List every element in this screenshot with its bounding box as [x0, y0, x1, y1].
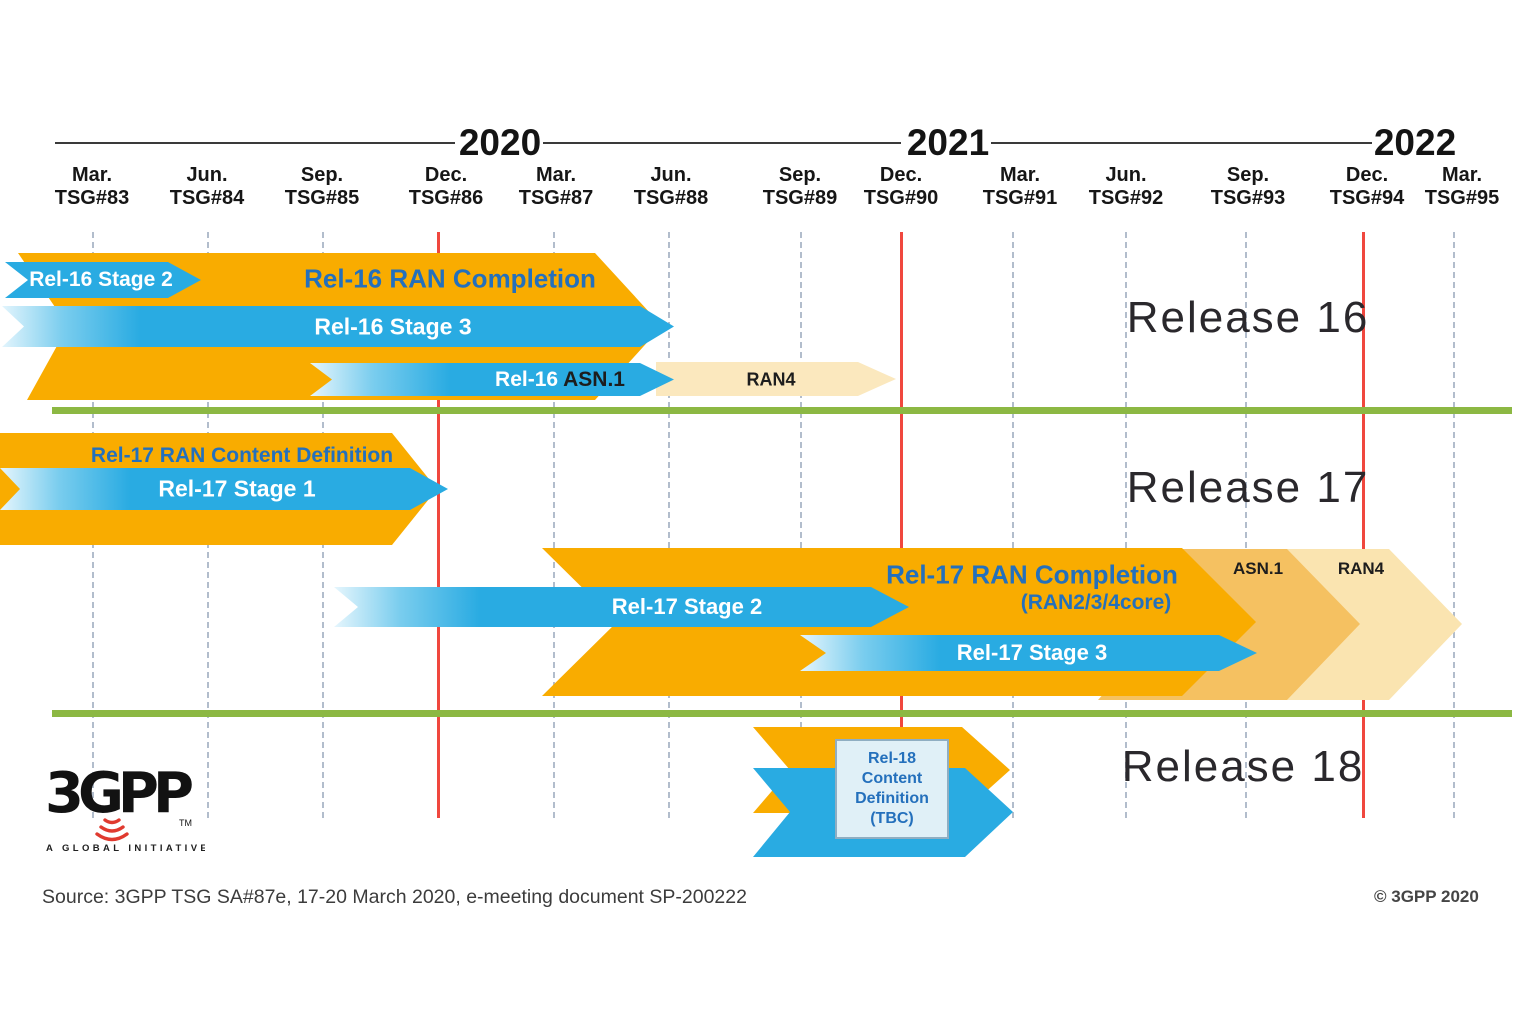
year-label-2021: 2021 [906, 122, 990, 163]
meeting-tsg: TSG#94 [1329, 187, 1405, 209]
logo-tagline: A GLOBAL INITIATIVE [46, 843, 205, 854]
rel17-stage1-label: Rel-17 Stage 1 [158, 475, 316, 502]
rel16-stage3-label: Rel-16 Stage 3 [314, 313, 472, 340]
meeting-label-tsg84: Jun.TSG#84 [147, 164, 267, 210]
meeting-tsg: TSG#93 [1210, 187, 1286, 209]
meeting-tsg: TSG#92 [1088, 187, 1164, 209]
meeting-label-tsg83: Mar.TSG#83 [32, 164, 152, 210]
logo-tm: TM [179, 818, 192, 828]
gridline-tsg90-quarter-end [900, 232, 903, 818]
meeting-label-tsg95: Mar.TSG#95 [1402, 164, 1522, 210]
meeting-label-tsg90: Dec.TSG#90 [841, 164, 961, 210]
separator-release17-18 [52, 710, 1512, 717]
meeting-month: Sep. [300, 164, 344, 186]
meeting-month: Jun. [650, 164, 692, 186]
meeting-tsg: TSG#87 [518, 187, 594, 209]
release16-title: Release 16 [1126, 293, 1370, 342]
rel16-asn1-word: ASN.1 [563, 368, 625, 391]
gridline-tsg95 [1453, 232, 1455, 818]
meeting-month: Dec. [879, 164, 923, 186]
rel17-ran4-label: RAN4 [1337, 559, 1385, 578]
rel16-stage2-label: Rel-16 Stage 2 [29, 268, 173, 291]
meeting-month: Jun. [186, 164, 228, 186]
meeting-month: Mar. [1441, 164, 1483, 186]
rel17-stage2-label: Rel-17 Stage 2 [611, 594, 763, 619]
meeting-tsg: TSG#84 [169, 187, 245, 209]
meeting-month: Dec. [424, 164, 468, 186]
meeting-month: Sep. [778, 164, 822, 186]
meeting-label-tsg94: Dec.TSG#94 [1307, 164, 1427, 210]
rel16-stage3-arrow [2, 306, 674, 347]
rel18-content-definition-box: Rel-18 Content Definition (TBC) [835, 739, 949, 839]
rel18-box-line: Content [861, 770, 923, 787]
meeting-label-tsg93: Sep.TSG#93 [1188, 164, 1308, 210]
meeting-month: Dec. [1345, 164, 1389, 186]
logo-signal-icon [95, 818, 129, 842]
header-line-segment [991, 142, 1372, 144]
source-note: Source: 3GPP TSG SA#87e, 17-20 March 202… [42, 886, 747, 908]
rel17-content-definition-label: Rel-17 RAN Content Definition [90, 444, 394, 467]
gridline-tsg91 [1012, 232, 1014, 818]
meeting-tsg: TSG#83 [54, 187, 130, 209]
meeting-tsg: TSG#86 [408, 187, 484, 209]
gridline-tsg87 [553, 232, 555, 818]
meeting-label-tsg91: Mar.TSG#91 [960, 164, 1080, 210]
rel16-asn1-label: Rel-16 ASN.1 [495, 368, 625, 392]
gridline-tsg86-quarter-end [437, 232, 440, 818]
meeting-tsg: TSG#85 [284, 187, 360, 209]
meeting-month: Mar. [71, 164, 113, 186]
copyright-note: © 3GPP 2020 [1374, 887, 1479, 906]
meeting-label-tsg87: Mar.TSG#87 [496, 164, 616, 210]
meeting-label-tsg85: Sep.TSG#85 [262, 164, 382, 210]
rel18-box-line: Rel-18 [867, 750, 917, 767]
3gpp-logo: 3GPP TM A GLOBAL INITIATIVE [45, 761, 205, 854]
rel17-ran-completion-sub-label: (RAN2/3/4core) [1020, 591, 1172, 614]
meeting-label-tsg86: Dec.TSG#86 [386, 164, 506, 210]
meeting-label-tsg88: Jun.TSG#88 [611, 164, 731, 210]
gridline-tsg92 [1125, 232, 1127, 818]
rel17-stage3-arrow [800, 635, 1257, 671]
header-line-segment [55, 142, 455, 144]
release17-title: Release 17 [1126, 463, 1370, 512]
rel18-box-line: Definition [855, 790, 929, 807]
meeting-tsg: TSG#89 [762, 187, 838, 209]
meeting-month: Sep. [1226, 164, 1270, 186]
meeting-month: Mar. [999, 164, 1041, 186]
rel18-box-line: (TBC) [870, 810, 914, 827]
meeting-label-tsg92: Jun.TSG#92 [1066, 164, 1186, 210]
gridline-tsg89 [800, 232, 802, 818]
rel17-asn1-label: ASN.1 [1232, 559, 1284, 578]
meeting-tsg: TSG#91 [982, 187, 1058, 209]
rel17-stage3-label: Rel-17 Stage 3 [956, 640, 1108, 665]
rel17-stage1-arrow [0, 468, 448, 510]
header-line-segment [543, 142, 901, 144]
rel16-ran4-label: RAN4 [746, 369, 796, 390]
rel17-stage2-arrow [334, 587, 909, 627]
rel16-asn1-prefix: Rel-16 [495, 368, 559, 391]
meeting-tsg: TSG#95 [1424, 187, 1500, 209]
separator-release16-17 [52, 407, 1512, 414]
release18-title: Release 18 [1121, 742, 1365, 791]
meeting-tsg: TSG#88 [633, 187, 709, 209]
year-label-2022: 2022 [1373, 122, 1457, 163]
year-label-2020: 2020 [458, 122, 542, 163]
rel16-ran4-arrow [656, 362, 896, 396]
rel17-ran-completion-label: Rel-17 RAN Completion [886, 559, 1178, 590]
meeting-month: Jun. [1105, 164, 1147, 186]
meeting-tsg: TSG#90 [863, 187, 939, 209]
logo-wordmark: 3GPP [45, 761, 192, 826]
gridline-tsg88 [668, 232, 670, 818]
gridline-tsg93 [1245, 232, 1247, 818]
meeting-label-tsg89: Sep.TSG#89 [740, 164, 860, 210]
rel16-ran-completion-label: Rel-16 RAN Completion [304, 263, 596, 294]
rel16-asn1-arrow [310, 363, 674, 396]
gridline-tsg94-quarter-end [1362, 232, 1365, 818]
meeting-month: Mar. [535, 164, 577, 186]
rel16-stage2-arrow [5, 262, 201, 298]
